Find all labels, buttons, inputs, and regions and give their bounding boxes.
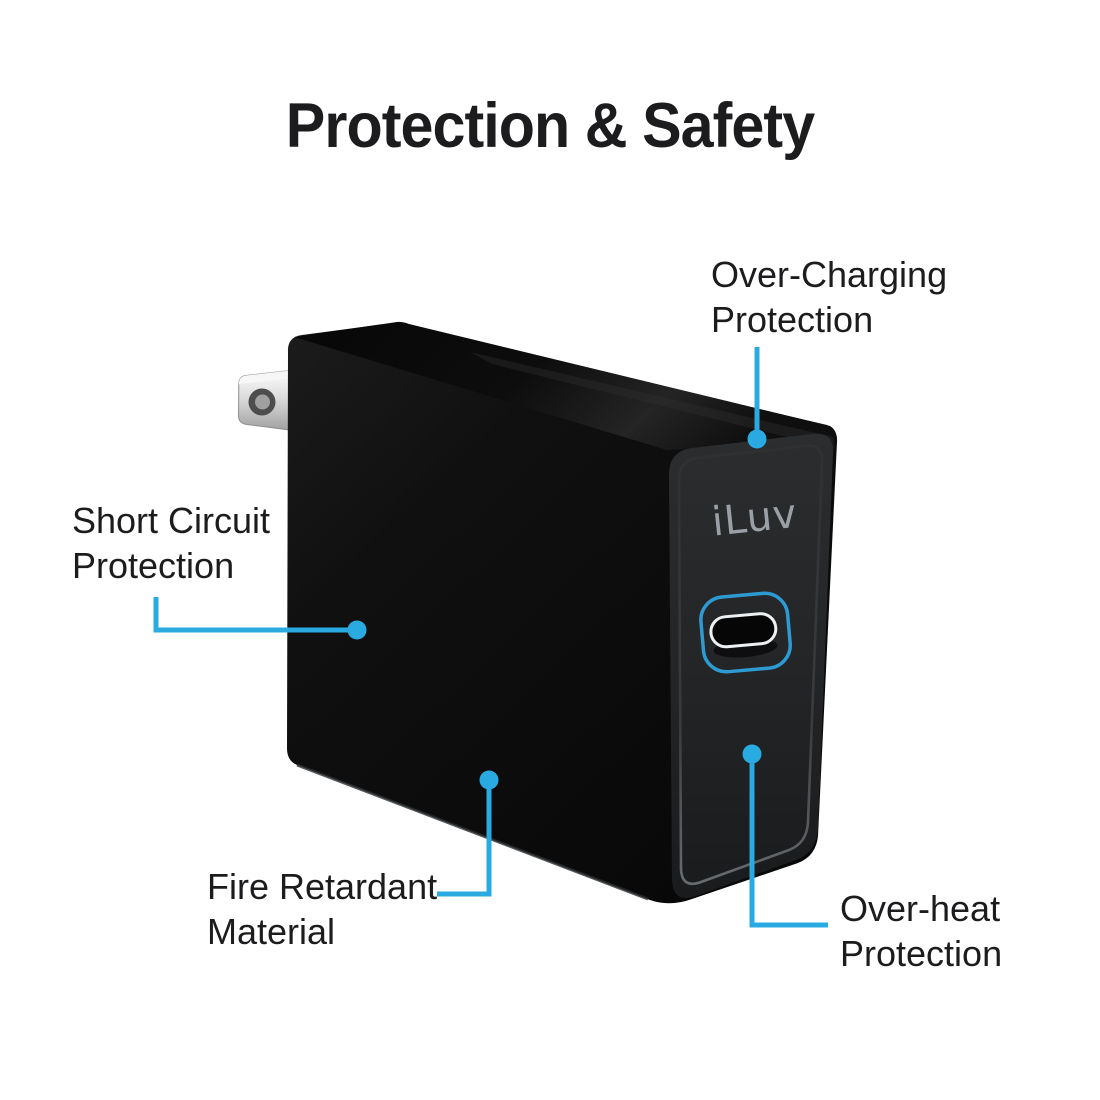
over-charging-label-line2: Protection — [711, 299, 874, 340]
usb-c-port-ring — [699, 591, 792, 674]
short-circuit-callout-line — [153, 597, 351, 633]
charger-front-panel — [668, 433, 834, 898]
over-heat-label: Over-heat Protection — [840, 886, 1002, 976]
fire-retardant-label: Fire Retardant Material — [207, 864, 437, 954]
short-circuit-label-line1: Short Circuit — [72, 500, 271, 541]
short-circuit-callout-dot — [347, 620, 367, 640]
over-charging-label: Over-Charging Protection — [711, 252, 947, 342]
fire-retardant-callout-dot — [479, 770, 499, 790]
fire-retardant-label-line1: Fire Retardant — [207, 866, 438, 907]
over-charging-callout-dot — [747, 429, 767, 449]
front-panel-bevel — [677, 444, 824, 886]
over-heat-callout-dot — [742, 744, 762, 764]
fire-retardant-label-line2: Material — [207, 911, 336, 952]
usb-c-port-opening — [709, 612, 778, 649]
brand-logo-text: iLuv — [710, 491, 800, 546]
over-heat-label-line1: Over-heat — [840, 888, 1001, 929]
short-circuit-label: Short Circuit Protection — [72, 498, 270, 588]
page-title: Protection & Safety — [285, 91, 815, 161]
over-charging-label-line1: Over-Charging — [711, 254, 948, 295]
charger-top-face — [294, 321, 837, 450]
usb-c-port-icon — [699, 591, 792, 674]
short-circuit-label-line2: Protection — [72, 545, 235, 586]
us-plug-prong-icon — [237, 368, 302, 433]
over-heat-callout-line — [749, 761, 828, 928]
over-heat-label-line2: Protection — [840, 933, 1003, 974]
fire-retardant-callout-line — [437, 787, 492, 897]
